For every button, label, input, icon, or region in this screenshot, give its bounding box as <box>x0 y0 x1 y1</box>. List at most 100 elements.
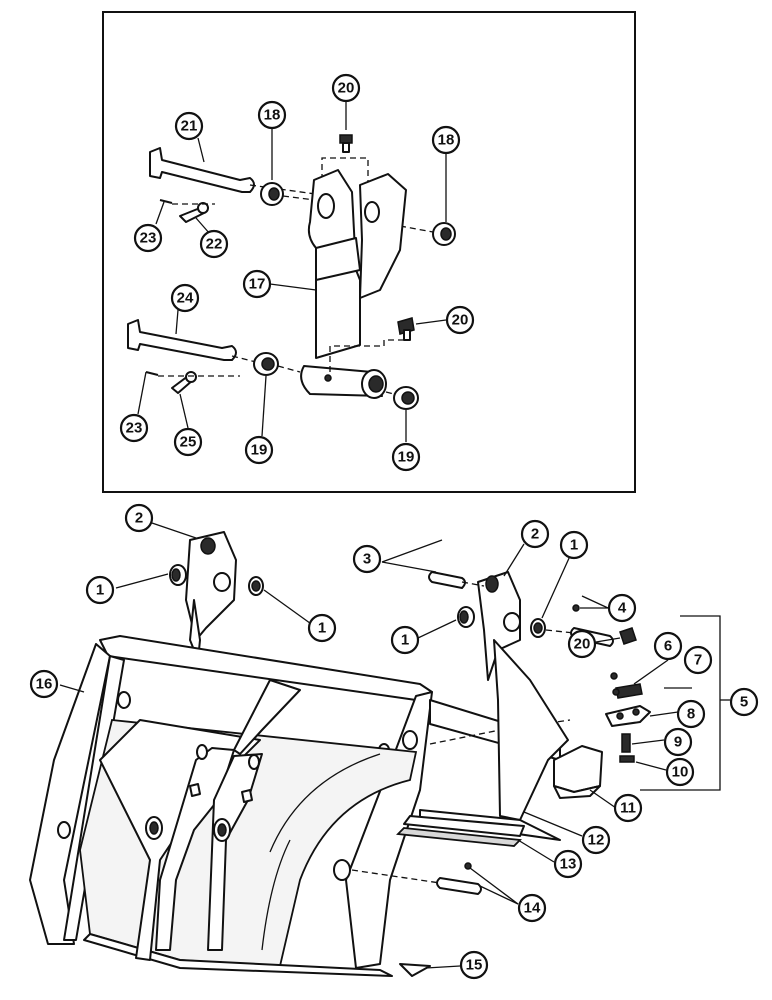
bushing-19-left <box>253 352 279 376</box>
leader-lines <box>59 102 679 969</box>
svg-text:16: 16 <box>36 676 53 693</box>
callout-1-right-b: 1 <box>559 530 589 560</box>
link-17 <box>300 169 407 399</box>
svg-text:9: 9 <box>674 734 682 751</box>
svg-text:23: 23 <box>126 420 143 437</box>
bushing-1-left-a <box>169 564 187 586</box>
callout-20-mid: 20 <box>445 305 475 335</box>
callout-5: 5 <box>729 687 759 717</box>
svg-text:19: 19 <box>251 442 268 459</box>
svg-text:23: 23 <box>140 230 157 247</box>
callout-2-right: 2 <box>520 519 550 549</box>
svg-text:15: 15 <box>466 957 483 974</box>
svg-text:21: 21 <box>181 118 198 135</box>
bushing-18-left <box>260 182 284 206</box>
svg-text:6: 6 <box>664 638 672 655</box>
callout-18-left: 18 <box>257 100 287 130</box>
callout-19-left: 19 <box>244 435 274 465</box>
callout-21: 21 <box>174 111 204 141</box>
grease-fitting-20-mid <box>397 317 415 341</box>
svg-text:12: 12 <box>588 832 605 849</box>
svg-text:4: 4 <box>618 600 627 617</box>
inset-detail-assembly <box>127 134 456 410</box>
bushing-19-right <box>393 386 419 410</box>
callout-12: 12 <box>581 825 611 855</box>
pin-21 <box>149 147 331 197</box>
callout-4: 4 <box>607 593 637 623</box>
svg-text:2: 2 <box>135 510 143 527</box>
callout-23-upper: 23 <box>133 223 163 253</box>
svg-text:11: 11 <box>620 800 636 817</box>
plate-6 <box>615 683 643 699</box>
svg-text:14: 14 <box>524 900 541 917</box>
bushing-1-right-a <box>457 606 475 628</box>
svg-text:22: 22 <box>206 236 223 253</box>
callout-23-lower: 23 <box>119 413 149 443</box>
bushing-1-left-b <box>248 576 264 596</box>
svg-text:1: 1 <box>96 582 104 599</box>
svg-text:1: 1 <box>401 632 409 649</box>
callout-20-bucket: 20 <box>567 629 597 659</box>
pin-3 <box>428 571 466 589</box>
svg-text:10: 10 <box>672 764 689 781</box>
cotter-23-upper <box>159 199 173 204</box>
callout-13: 13 <box>553 849 583 879</box>
bucket-tip-15 <box>399 963 431 977</box>
svg-text:25: 25 <box>180 434 197 451</box>
bushing-1-right-b <box>530 618 546 638</box>
svg-text:17: 17 <box>249 276 266 293</box>
bucket-assembly <box>29 531 692 977</box>
svg-text:19: 19 <box>398 449 415 466</box>
callout-10: 10 <box>665 757 695 787</box>
svg-text:18: 18 <box>264 107 281 124</box>
callout-18-right: 18 <box>431 125 461 155</box>
svg-text:7: 7 <box>694 652 702 669</box>
callout-2-left: 2 <box>124 503 154 533</box>
callout-15: 15 <box>459 950 489 980</box>
inset-frame <box>102 11 636 493</box>
callout-1-right-a: 1 <box>390 625 420 655</box>
bushing-18-right <box>432 222 456 246</box>
svg-text:3: 3 <box>363 551 371 568</box>
washer-10 <box>619 755 635 763</box>
bracket-8 <box>605 705 651 727</box>
svg-text:8: 8 <box>687 706 695 723</box>
callouts: 21 20 18 18 23 22 17 20 24 23 25 19 19 2… <box>29 73 759 980</box>
callout-16: 16 <box>29 669 59 699</box>
grease-fitting-20-bucket <box>619 627 637 645</box>
callout-24: 24 <box>170 283 200 313</box>
svg-text:18: 18 <box>438 132 455 149</box>
svg-text:24: 24 <box>177 290 194 307</box>
svg-text:5: 5 <box>740 694 748 711</box>
callout-8: 8 <box>676 699 706 729</box>
callout-14: 14 <box>517 893 547 923</box>
hinge-bracket-right <box>477 571 521 681</box>
bolt-9 <box>621 733 631 753</box>
callout-6: 6 <box>653 631 683 661</box>
cotter-23-lower <box>145 371 159 376</box>
callout-1-left-a: 1 <box>85 575 115 605</box>
callout-19-right: 19 <box>391 442 421 472</box>
callout-25: 25 <box>173 427 203 457</box>
callout-17: 17 <box>242 269 272 299</box>
svg-text:20: 20 <box>574 636 591 653</box>
hinge-bracket-left <box>185 531 237 661</box>
callout-1-left-b: 1 <box>307 613 337 643</box>
pin-14 <box>436 877 482 895</box>
svg-text:1: 1 <box>570 537 578 554</box>
callout-7: 7 <box>683 645 713 675</box>
grease-fitting-20-top <box>339 134 353 153</box>
group-bracket-5 <box>640 615 721 791</box>
svg-text:20: 20 <box>452 312 469 329</box>
wear-plate-11 <box>553 745 603 793</box>
callout-20-top: 20 <box>331 73 361 103</box>
callout-22: 22 <box>199 229 229 259</box>
svg-text:20: 20 <box>338 80 355 97</box>
svg-text:13: 13 <box>560 856 577 873</box>
callout-3: 3 <box>352 544 382 574</box>
pin-24 <box>127 319 257 363</box>
callout-9: 9 <box>663 727 693 757</box>
svg-text:1: 1 <box>318 620 326 637</box>
callout-11: 11 <box>613 793 643 823</box>
